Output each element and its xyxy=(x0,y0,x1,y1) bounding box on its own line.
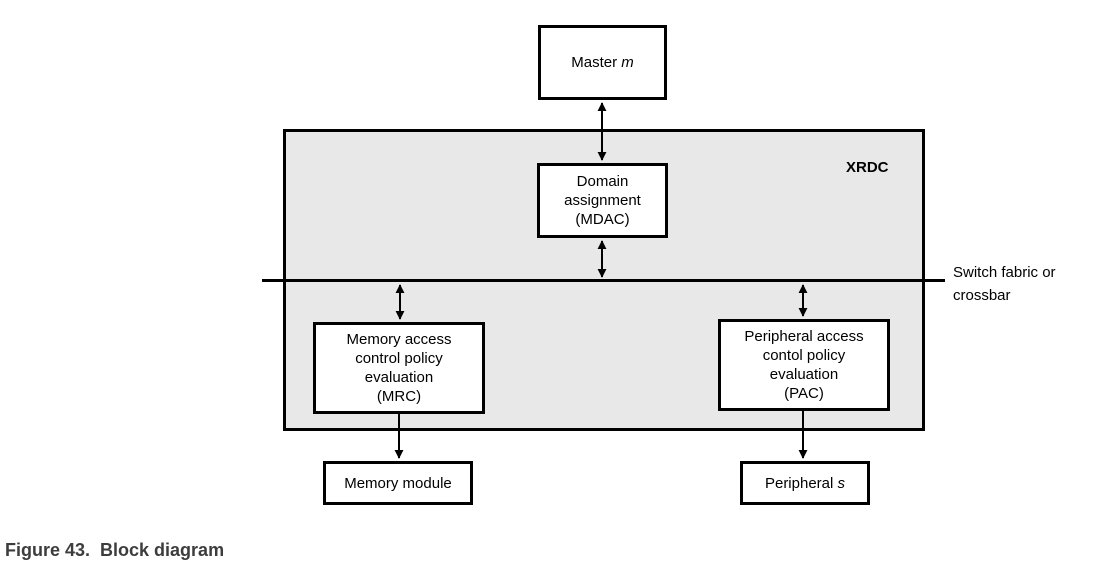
mdac-label: Domain assignment (MDAC) xyxy=(564,173,641,228)
mrc-label: Memory access control policy evaluation … xyxy=(346,331,452,405)
xrdc-label: XRDC xyxy=(846,159,889,176)
mrc-box: Memory access control policy evaluation … xyxy=(313,322,485,414)
memory-module-box: Memory module xyxy=(323,461,473,505)
pac-box: Peripheral access contol policy evaluati… xyxy=(718,319,890,411)
switch-fabric-label: Switch fabric or crossbar xyxy=(953,264,1056,304)
master-label: Master m xyxy=(571,53,634,72)
master-box: Master m xyxy=(538,25,667,100)
switch-fabric-line xyxy=(262,279,945,282)
peripheral-label: Peripheral s xyxy=(765,474,845,493)
figure-number: Figure 43. xyxy=(5,540,91,560)
master-label-text: Master xyxy=(571,54,622,71)
figure-caption: Figure 43. Block diagram xyxy=(5,540,224,561)
peripheral-label-italic: s xyxy=(837,474,846,492)
pac-label: Peripheral access contol policy evaluati… xyxy=(744,328,864,402)
peripheral-box: Peripheral s xyxy=(740,461,870,505)
master-label-italic: m xyxy=(621,54,634,71)
peripheral-label-text: Peripheral xyxy=(764,474,838,492)
figure-title: Block diagram xyxy=(100,540,225,560)
mdac-box: Domain assignment (MDAC) xyxy=(537,163,668,238)
memory-module-label: Memory module xyxy=(344,474,452,492)
